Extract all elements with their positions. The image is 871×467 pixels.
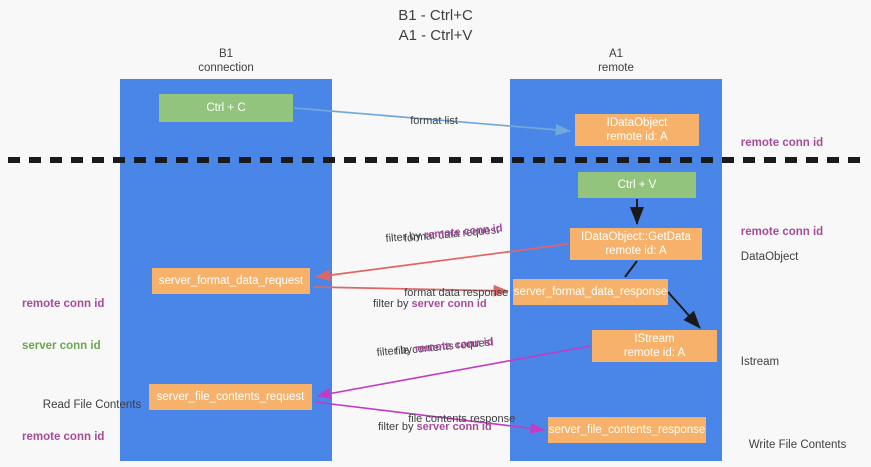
- node-istream-line2: remote id: A: [623, 347, 686, 359]
- annotation-right-remote-conn-id-1: remote conn id: [728, 122, 823, 164]
- column-header-b1: B1 connection: [120, 47, 332, 75]
- node-idataobject-getdata[interactable]: IDataObject::GetData remote id: A: [570, 228, 702, 260]
- column-header-a1: A1 remote: [510, 47, 722, 75]
- annotation-right-dataobject: DataObject: [728, 236, 799, 278]
- filter-prefix: filter by: [385, 229, 425, 245]
- annotation-left-remote-conn-id: remote conn id: [22, 298, 105, 310]
- column-header-b1-role: connection: [198, 62, 254, 74]
- annotation-right-istream: Istream: [728, 341, 779, 383]
- annotation-left-conn-ids-2: remote conn id server conn id: [22, 402, 104, 467]
- arrow-label-format-data-response-text: format data response: [404, 287, 509, 299]
- node-ctrl-c-label: Ctrl + C: [206, 102, 246, 114]
- node-istream-line1: IStream: [634, 333, 675, 345]
- filter-prefix: filter by: [373, 298, 412, 310]
- node-server-format-data-response-label: server_format_data_response: [513, 286, 668, 298]
- filter-prefix: filter by: [378, 421, 417, 433]
- column-header-b1-name: B1: [218, 48, 234, 60]
- title-line-2: A1 - Ctrl+V: [398, 27, 473, 44]
- node-istream[interactable]: IStream remote id: A: [592, 330, 717, 362]
- annotation-right-remote-conn-id-2: remote conn id: [728, 211, 823, 253]
- page-title: B1 - Ctrl+C A1 - Ctrl+V: [0, 6, 871, 46]
- node-idataobject-line2: remote id: A: [606, 131, 668, 143]
- annotation-left-remote-conn-id-2: remote conn id: [22, 431, 105, 443]
- node-server-file-contents-request[interactable]: server_file_contents_request: [149, 384, 312, 410]
- annotation-text: Read File Contents: [42, 399, 142, 411]
- node-idataobject-line1: IDataObject: [606, 117, 668, 129]
- annotation-left-server-conn-id: server conn id: [22, 340, 101, 352]
- filter-key-server-conn-id: server conn id: [411, 298, 487, 310]
- column-header-a1-role: remote: [598, 62, 634, 74]
- column-header-a1-name: A1: [608, 48, 624, 60]
- annotation-text: remote conn id: [740, 137, 824, 149]
- node-ctrl-c[interactable]: Ctrl + C: [159, 94, 293, 122]
- filter-prefix: filter by: [376, 343, 416, 359]
- annotation-text: Istream: [740, 356, 780, 368]
- node-idataobject[interactable]: IDataObject remote id: A: [575, 114, 699, 146]
- arrow-label-file-contents-response-text: file contents response: [408, 413, 516, 425]
- annotation-text: remote conn id: [740, 226, 824, 238]
- node-server-format-data-response[interactable]: server_format_data_response: [513, 279, 668, 305]
- node-ctrl-v[interactable]: Ctrl + V: [578, 172, 696, 198]
- arrow-label-file-contents-response-filter: filter by server conn id: [378, 420, 492, 434]
- node-getdata-line1: IDataObject::GetData: [581, 231, 691, 243]
- node-server-format-data-request[interactable]: server_format_data_request: [152, 268, 310, 294]
- node-server-file-contents-response-label: server_file_contents_response: [548, 424, 706, 436]
- arrow-label-format-list: format list: [398, 100, 458, 142]
- arrow-label-format-data-response: format data response: [392, 272, 508, 314]
- annotation-left-read-file-contents: Read File Contents: [30, 384, 141, 426]
- node-server-file-contents-response[interactable]: server_file_contents_response: [548, 417, 706, 443]
- node-server-format-data-request-label: server_format_data_request: [158, 275, 304, 287]
- arrow-label-format-data-response-filter: filter by server conn id: [373, 297, 487, 311]
- annotation-text: DataObject: [740, 251, 799, 263]
- node-getdata-line2: remote id: A: [605, 245, 667, 257]
- arrow-label-format-list-text: format list: [410, 115, 458, 127]
- annotation-left-conn-ids: remote conn id server conn id: [22, 269, 104, 381]
- node-server-file-contents-request-label: server_file_contents_request: [156, 391, 305, 403]
- filter-key-server-conn-id: server conn id: [416, 421, 492, 433]
- title-line-1: B1 - Ctrl+C: [398, 7, 473, 24]
- node-ctrl-v-label: Ctrl + V: [617, 179, 657, 191]
- arrow-label-file-contents-response: file contents response: [396, 398, 515, 440]
- annotation-right-write-file-contents: Write File Contents: [736, 424, 847, 466]
- annotation-text: Write File Contents: [748, 439, 847, 451]
